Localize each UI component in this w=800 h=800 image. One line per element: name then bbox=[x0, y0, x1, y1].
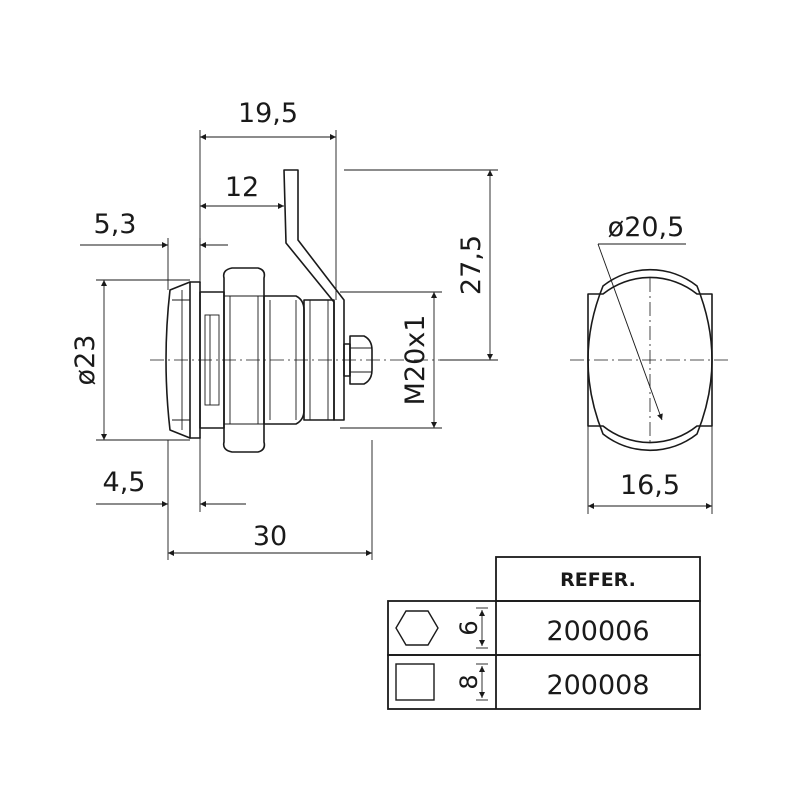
end-nut bbox=[349, 335, 373, 385]
row-size: 8 bbox=[455, 674, 483, 689]
row-size: 6 bbox=[455, 620, 483, 635]
square-icon bbox=[395, 663, 435, 701]
front-view: ø20,5 16,5 bbox=[570, 212, 730, 514]
dim-27-5-label: 27,5 bbox=[456, 235, 487, 295]
hex-nut bbox=[222, 267, 266, 453]
cam-arm bbox=[283, 169, 345, 421]
dim-diameter-23-label: ø23 bbox=[70, 335, 101, 386]
front-profile bbox=[587, 268, 713, 452]
hexagon-icon bbox=[395, 610, 439, 646]
row-reference: 200008 bbox=[546, 670, 649, 701]
dim-12-label: 12 bbox=[225, 172, 259, 203]
side-view bbox=[150, 169, 440, 453]
dim-16-5-label: 16,5 bbox=[620, 470, 680, 501]
table-header-refer: REFER. bbox=[560, 569, 636, 591]
dim-19-5-label: 19,5 bbox=[238, 98, 298, 129]
dim-diameter-20-5-label: ø20,5 bbox=[608, 212, 685, 243]
reference-table: REFER. 6 200006 8 200008 bbox=[387, 556, 701, 710]
dim-4-5-label: 4,5 bbox=[103, 467, 146, 498]
table-row: 6 200006 bbox=[395, 607, 650, 649]
dim-thread-label: M20x1 bbox=[400, 315, 431, 406]
row-reference: 200006 bbox=[546, 616, 649, 647]
lock-face bbox=[165, 281, 191, 439]
table-row: 8 200008 bbox=[395, 663, 650, 701]
dim-5-3-label: 5,3 bbox=[94, 209, 137, 240]
dim-30-label: 30 bbox=[253, 521, 287, 552]
side-dimensions: 19,5 12 5,3 ø23 27,5 M20x1 4,5 bbox=[70, 98, 498, 560]
